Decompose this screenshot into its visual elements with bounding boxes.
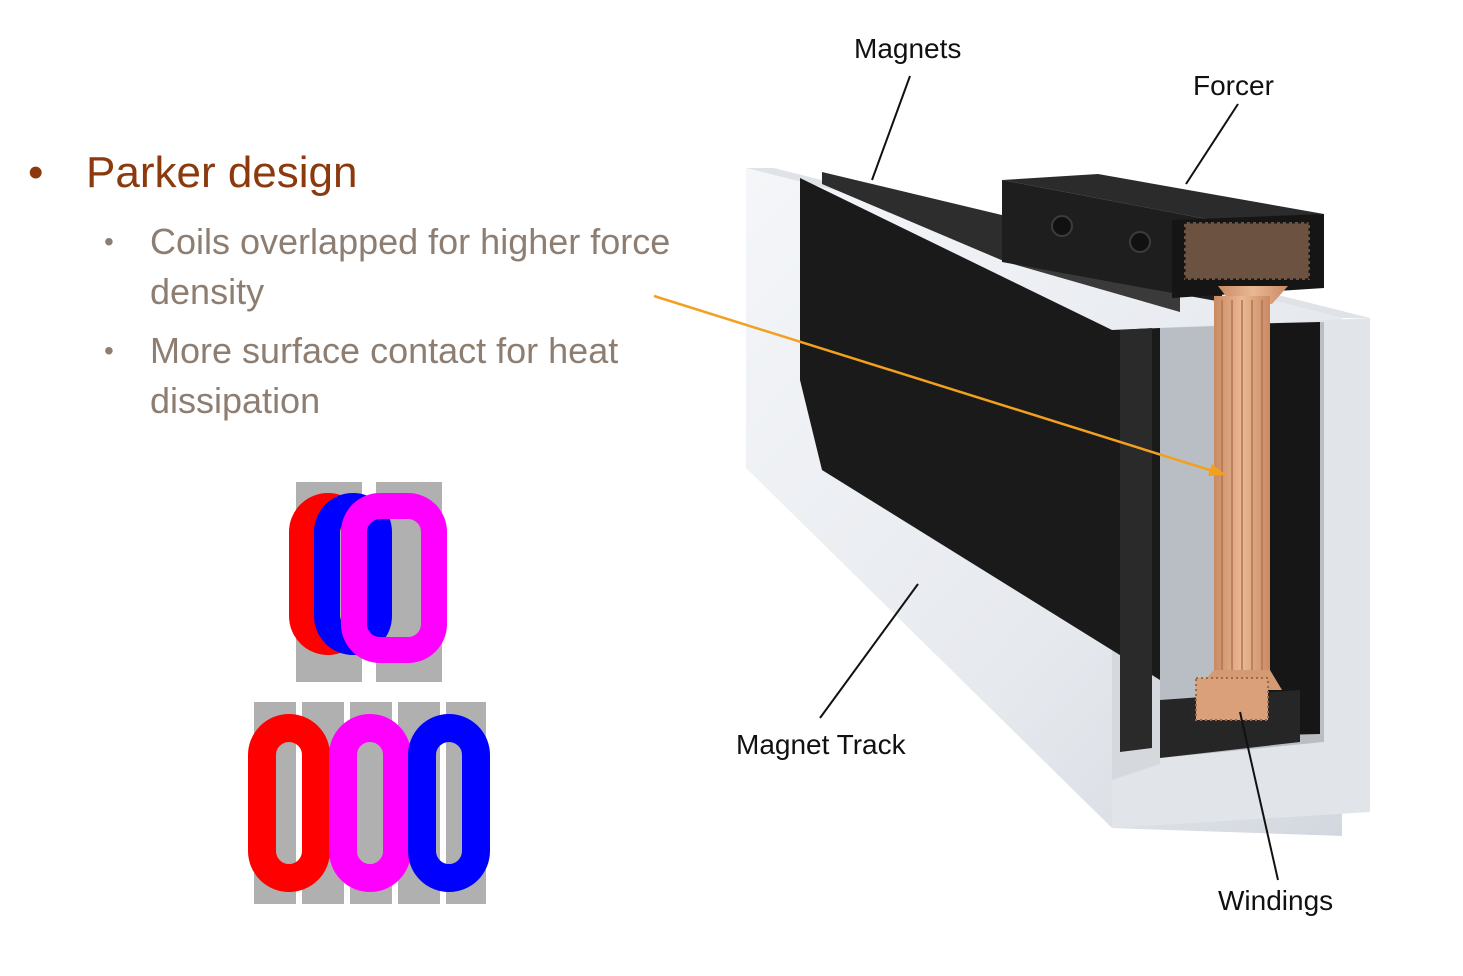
sub-bullet-text: More surface contact for heat dissipatio… [150,330,619,421]
magenta-coil [341,493,447,663]
pointer-arrow [653,294,1226,476]
magenta-coil [329,714,411,892]
forcer-leader [1185,103,1239,185]
windings [1195,286,1288,721]
windings-label: Windings [1218,885,1333,916]
magnet-track-label: Magnet Track [736,729,907,760]
forcer-label: Forcer [1193,70,1274,101]
bullet-dot: • [104,335,114,366]
main-bullet-text: Parker design [86,148,358,197]
overlapped-coils [289,482,447,682]
magnets-leader [871,75,911,181]
forcer [1002,174,1324,302]
track-leader [819,583,919,719]
separate-coils [248,702,490,904]
sub-bullet-text: Coils overlapped for higher force densit… [150,221,671,312]
magnet-track [746,168,1370,836]
windings-leader [1239,711,1279,881]
bullet-dot: • [104,226,114,257]
red-coil [248,714,330,892]
blue-coil [408,714,490,892]
magnets-label: Magnets [854,33,961,64]
bullet-dot: • [28,148,44,197]
